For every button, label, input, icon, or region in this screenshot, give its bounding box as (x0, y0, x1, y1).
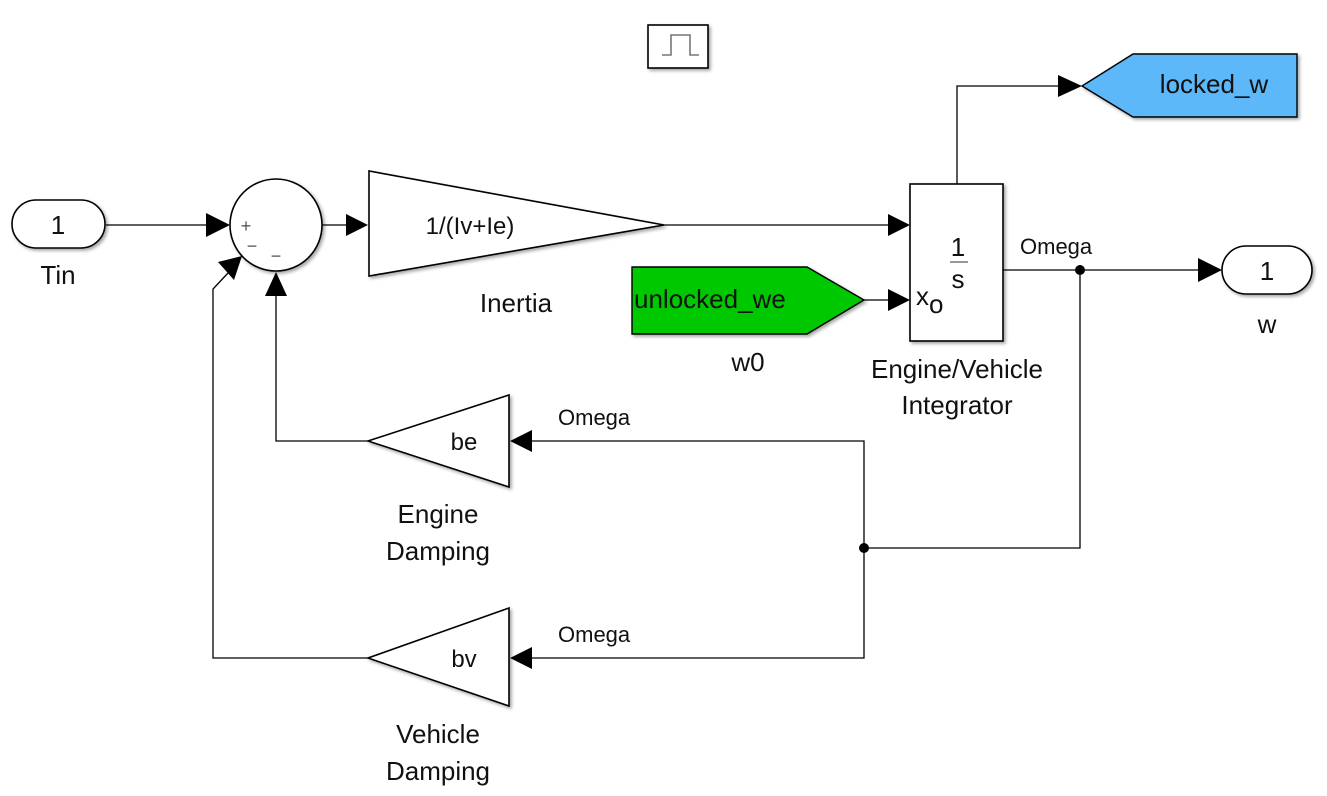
wire-omega-feedback-branch[interactable] (864, 270, 1081, 549)
pulse-generator-block[interactable] (647, 24, 709, 69)
outport-w[interactable]: 1 (1221, 245, 1313, 295)
integrator-ic-port: x (916, 281, 929, 311)
sum-block[interactable]: + − − (229, 178, 323, 272)
from-locked-w-block[interactable]: locked_w (1080, 53, 1298, 118)
arrowhead-sum-in2 (218, 256, 242, 280)
sum-sign-minus-left: − (247, 236, 258, 256)
inport-tin[interactable]: 1 (11, 199, 106, 249)
inport-tin-label: Tin (40, 260, 75, 290)
arrowhead-integrator-in1 (888, 214, 910, 236)
inertia-gain-value: 1/(Iv+Ie) (426, 213, 515, 240)
integrator-block[interactable]: 1 s x o (909, 183, 1004, 342)
arrowhead-inertia-in (346, 214, 368, 236)
branch-point-omega (1075, 265, 1085, 275)
outport-w-number: 1 (1260, 256, 1274, 286)
engine-damping-label-line2: Damping (386, 536, 490, 566)
integrator-label-line2: Integrator (901, 390, 1013, 420)
outport-w-label: w (1257, 309, 1277, 339)
inertia-label: Inertia (480, 288, 553, 318)
sum-sign-plus: + (241, 216, 252, 236)
integrator-label-line1: Engine/Vehicle (871, 354, 1043, 384)
integrator-ic-subscript: o (929, 289, 943, 319)
arrowhead-engine-damping-in (510, 430, 532, 452)
arrowhead-sum-in1 (206, 213, 230, 237)
signal-label-omega-main: Omega (1020, 234, 1093, 259)
engine-damping-gain-value: be (451, 429, 478, 456)
vehicle-damping-gain-value: bv (451, 646, 476, 673)
engine-damping-label-line1: Engine (398, 499, 479, 529)
vehicle-damping-gain-block[interactable]: bv (365, 606, 510, 708)
signal-label-omega-vehicle: Omega (558, 622, 631, 647)
sum-sign-minus-bottom: − (271, 246, 282, 266)
goto-unlocked-we-block[interactable]: unlocked_we (631, 266, 866, 335)
locked-w-tag: locked_w (1160, 69, 1269, 99)
vehicle-damping-label-line2: Damping (386, 756, 490, 786)
wire-omega-to-engine-damping[interactable] (532, 440, 865, 548)
integrator-denominator: s (952, 264, 965, 294)
engine-damping-gain-block[interactable]: be (365, 393, 510, 489)
inport-tin-number: 1 (51, 210, 65, 240)
pulse-icon (662, 34, 699, 56)
wire-engine-damping-to-sum[interactable] (275, 296, 368, 442)
inertia-gain-block[interactable]: 1/(Iv+Ie) (368, 170, 665, 277)
signal-label-omega-engine: Omega (558, 405, 631, 430)
unlocked-we-tag: unlocked_we (634, 284, 786, 314)
arrowhead-locked-w (1058, 75, 1082, 97)
arrowhead-w-port (1198, 258, 1222, 282)
arrowhead-vehicle-damping-in (510, 647, 532, 669)
vehicle-damping-label-line1: Vehicle (396, 719, 480, 749)
wire-integrator-to-locked-w[interactable] (956, 85, 1058, 184)
signal-lines (106, 75, 1222, 669)
integrator-numerator: 1 (951, 232, 965, 262)
w0-label: w0 (730, 347, 764, 377)
wire-omega-to-vehicle-damping[interactable] (532, 548, 865, 659)
wire-vehicle-damping-to-sum[interactable] (212, 272, 368, 659)
arrowhead-integrator-ic (888, 289, 910, 311)
arrowhead-sum-in3 (265, 272, 287, 296)
